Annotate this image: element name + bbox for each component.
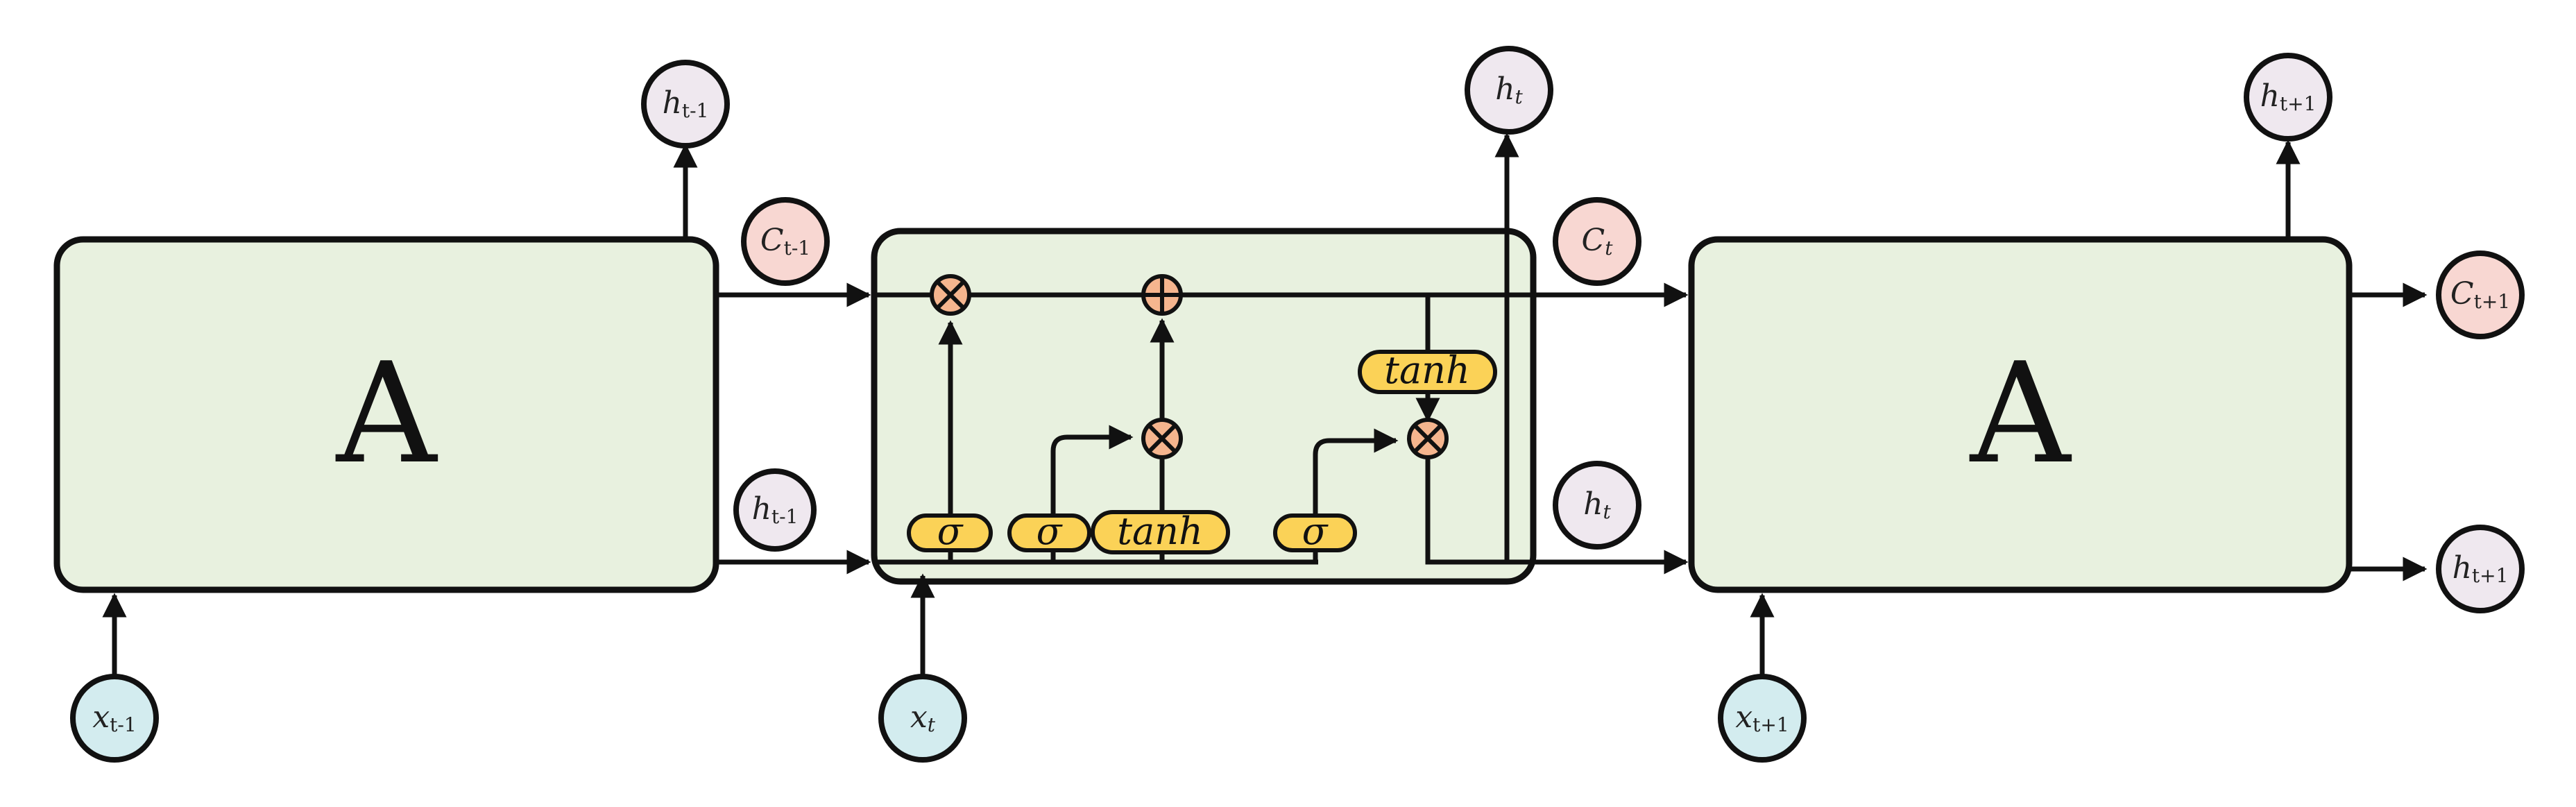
svg-text:ht+1: ht+1 (2260, 78, 2317, 115)
forget-multiply-op (930, 274, 971, 316)
forget-gate-label: σ (937, 509, 964, 553)
h-prev-top-sub: t-1 (682, 99, 709, 122)
h-prev-mid-node: ht-1 (733, 468, 817, 552)
x-prev-sub: t-1 (110, 713, 137, 736)
candidate-gate-label: tanh (1117, 509, 1202, 553)
svg-text:xt-1: xt-1 (92, 699, 136, 736)
h-prev-top-main: h (663, 85, 682, 121)
h-cur-mid-node: ht (1553, 461, 1641, 550)
input-gate-wire (1050, 425, 1134, 562)
svg-text:xt+1: xt+1 (1735, 699, 1789, 736)
h-prev-mid-main: h (752, 491, 771, 527)
x-next-node: xt+1 (1718, 674, 1807, 763)
h-next-right-sub: t+1 (2472, 564, 2509, 587)
svg-text:Ct: Ct (1582, 223, 1614, 260)
output-multiply-op (1407, 418, 1449, 459)
c-prev-sub: t-1 (784, 237, 811, 260)
c-prev-main: C (760, 223, 784, 258)
h-next-right-node: ht+1 (2436, 525, 2525, 613)
svg-text:ht-1: ht-1 (663, 85, 709, 122)
h-cur-mid-main: h (1583, 486, 1603, 522)
middle-cell-block (871, 228, 1537, 585)
h-prev-mid-sub: t-1 (771, 505, 799, 528)
x-prev-main: x (92, 699, 110, 735)
svg-text:xt: xt (910, 699, 936, 736)
svg-text:ht: ht (1495, 71, 1523, 108)
c-cur-node: Ct (1553, 197, 1641, 286)
h-next-top-sub: t+1 (2280, 92, 2317, 115)
c-prev-node: Ct-1 (741, 197, 830, 286)
output-gate-wire (1313, 428, 1399, 562)
input-multiply-op (1141, 418, 1183, 459)
c-next-node: Ct+1 (2436, 250, 2525, 339)
cell-tanh-gate: tanh (1358, 348, 1497, 394)
c-next-main: C (2450, 276, 2474, 312)
svg-text:Ct-1: Ct-1 (760, 223, 810, 260)
candidate-gate: tanh (1091, 509, 1230, 554)
right-cell-block: A (1688, 236, 2353, 593)
x-next-sub: t+1 (1752, 713, 1789, 736)
left-block-label: A (335, 333, 438, 495)
h-next-right-main: h (2453, 550, 2472, 586)
right-block-label: A (1969, 333, 2072, 495)
c-next-sub: t+1 (2474, 290, 2511, 313)
output-gate-label: σ (1302, 509, 1329, 553)
x-cur-node: xt (878, 674, 967, 763)
svg-text:ht-1: ht-1 (752, 491, 799, 528)
h-cur-top-main: h (1495, 71, 1515, 107)
h-next-top-main: h (2260, 78, 2280, 114)
input-gate-label: σ (1037, 509, 1064, 553)
hidden-out-wire (1425, 458, 1689, 575)
output-gate: σ (1273, 509, 1357, 553)
x-cur-sub: t (928, 713, 936, 736)
left-block-box (53, 236, 719, 593)
left-cell-block: A (53, 236, 719, 593)
h-next-top-node: ht+1 (2244, 53, 2332, 142)
c-cur-sub: t (1605, 237, 1613, 260)
right-block-box (1688, 236, 2353, 593)
h-prev-top-node: ht-1 (641, 60, 730, 148)
h-cur-top-sub: t (1515, 85, 1524, 108)
cell-tanh-gate-label: tanh (1384, 348, 1469, 392)
c-cur-main: C (1582, 223, 1605, 258)
svg-text:ht: ht (1583, 486, 1611, 523)
x-prev-node: xt-1 (70, 674, 159, 763)
x-next-main: x (1735, 699, 1752, 735)
h-cur-mid-sub: t (1603, 500, 1612, 523)
forget-gate: σ (907, 509, 993, 553)
svg-text:Ct+1: Ct+1 (2450, 276, 2510, 313)
cell-add-op (1141, 274, 1183, 316)
svg-text:ht+1: ht+1 (2453, 550, 2509, 587)
input-gate: σ (1007, 509, 1091, 553)
h-cur-top-node: ht (1465, 46, 1553, 135)
x-cur-main: x (910, 699, 928, 735)
